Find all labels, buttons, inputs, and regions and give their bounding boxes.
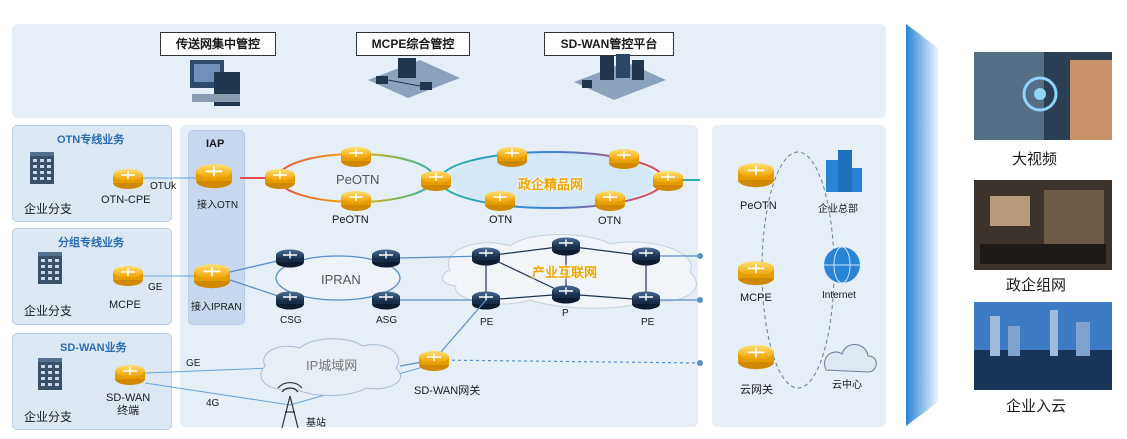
ip-metro-label: IP城域网 [306, 358, 358, 373]
pe-right-label: PE [641, 317, 655, 328]
p-node-icon [551, 284, 581, 305]
asg-icon [371, 290, 401, 311]
cloud-gateway-icon [737, 344, 775, 371]
otn-cpe-label: OTN-CPE [101, 194, 151, 206]
p-node-top-icon [551, 236, 581, 257]
ipran-node-tr-icon [371, 248, 401, 269]
sdwan-service-title: SD-WAN业务 [60, 342, 127, 354]
peotn-node-right-icon [420, 170, 452, 192]
asg-label: ASG [376, 315, 398, 326]
sdwan-terminal-label: SD-WAN 终端 [106, 392, 151, 417]
otn-node-edge-icon [652, 170, 684, 192]
otn-node-label-2: OTN [598, 215, 622, 227]
pe-node-right-icon [631, 290, 661, 311]
otn-management-title: 传送网集中管控 [160, 32, 276, 56]
gov-network-image [974, 180, 1112, 270]
otuk-link-label: OTUk [150, 181, 177, 192]
packet-service-title: 分组专线业务 [58, 237, 124, 249]
otn-node-bottom-right-icon [594, 190, 626, 212]
hq-building-icon [826, 150, 862, 192]
iap-access-panel [188, 130, 245, 325]
right-peotn-icon [737, 162, 775, 189]
sdwan-ge-label: GE [186, 358, 201, 369]
packet-ge-label: GE [148, 282, 163, 293]
ipran-ring [275, 255, 401, 301]
hq-label: 企业总部 [818, 204, 858, 215]
access-otn-label: 接入OTN [197, 200, 239, 211]
right-mcpe-icon [737, 260, 775, 287]
sdwan-gateway-icon [418, 350, 450, 372]
sdwan-branch-label: 企业分支 [24, 410, 73, 424]
peotn-node-top-icon [340, 146, 372, 168]
access-ipran-icon [193, 263, 231, 290]
otn-node-bottom-left-icon [484, 190, 516, 212]
mcpe-icon [112, 265, 144, 287]
pe-node-left-top-icon [471, 246, 501, 267]
cloud-center-label: 云中心 [832, 380, 862, 391]
big-video-caption: 大视频 [1012, 151, 1058, 168]
access-otn-icon [195, 163, 233, 190]
otn-branch-building-icon [30, 152, 54, 184]
ip-metro-cloud [260, 338, 402, 396]
peotn-node-left-icon [264, 168, 296, 190]
peotn-node-bottom-icon [340, 190, 372, 212]
mcpe-management-title: MCPE综合管控 [356, 32, 470, 56]
packet-branch-building-icon [38, 252, 62, 284]
otn-cpe-icon [112, 168, 144, 190]
right-mcpe-label: MCPE [740, 292, 772, 304]
ipran-label: IPRAN [321, 272, 361, 287]
gov-network-label: 政企精品网 [518, 177, 584, 192]
otn-node-label-1: OTN [489, 214, 513, 226]
iap-label: IAP [206, 138, 225, 150]
cloud-entry-image [974, 302, 1112, 390]
sdwan-platform-servers-icon [574, 54, 666, 100]
base-station-label: 基站 [306, 418, 326, 429]
sdwan-gateway-label: SD-WAN网关 [414, 385, 481, 397]
pe-node-right-top-icon [631, 246, 661, 267]
packet-branch-label: 企业分支 [24, 304, 73, 318]
otn-node-top-left-icon [496, 146, 528, 168]
right-peotn-label: PeOTN [740, 200, 777, 212]
otn-service-title: OTN专线业务 [57, 134, 125, 146]
sdwan-branch-building-icon [38, 358, 62, 390]
internet-globe-icon [824, 246, 860, 284]
sdwan-terminal-icon [114, 364, 146, 386]
access-ipran-label: 接入IPRAN [191, 302, 242, 313]
internet-label: Internet [822, 290, 856, 301]
big-video-image [974, 52, 1112, 140]
cloud-entry-caption: 企业入云 [1006, 398, 1067, 415]
p-label: P [562, 308, 569, 319]
cloud-gateway-label: 云网关 [740, 384, 773, 396]
otn-branch-label: 企业分支 [24, 202, 73, 216]
management-computer-icon [190, 60, 240, 106]
mcpe-management-network-icon [368, 58, 460, 98]
mcpe-label: MCPE [109, 299, 141, 311]
gov-network-caption: 政企组网 [1006, 277, 1067, 294]
csg-icon [275, 290, 305, 311]
sdwan-4g-label: 4G [206, 398, 220, 409]
ipran-node-tl-icon [275, 248, 305, 269]
csg-label: CSG [280, 315, 302, 326]
otn-node-top-right-icon [608, 148, 640, 170]
base-station-tower-icon [277, 382, 303, 429]
cloud-center-icon [824, 344, 877, 373]
sdwan-management-title: SD-WAN管控平台 [544, 32, 674, 56]
pe-left-label: PE [480, 317, 494, 328]
side-divider-bar [906, 24, 938, 426]
peotn-node-label: PeOTN [332, 214, 369, 226]
peotn-ring-label: PeOTN [336, 172, 380, 187]
industry-internet-label: 产业互联网 [532, 265, 598, 280]
